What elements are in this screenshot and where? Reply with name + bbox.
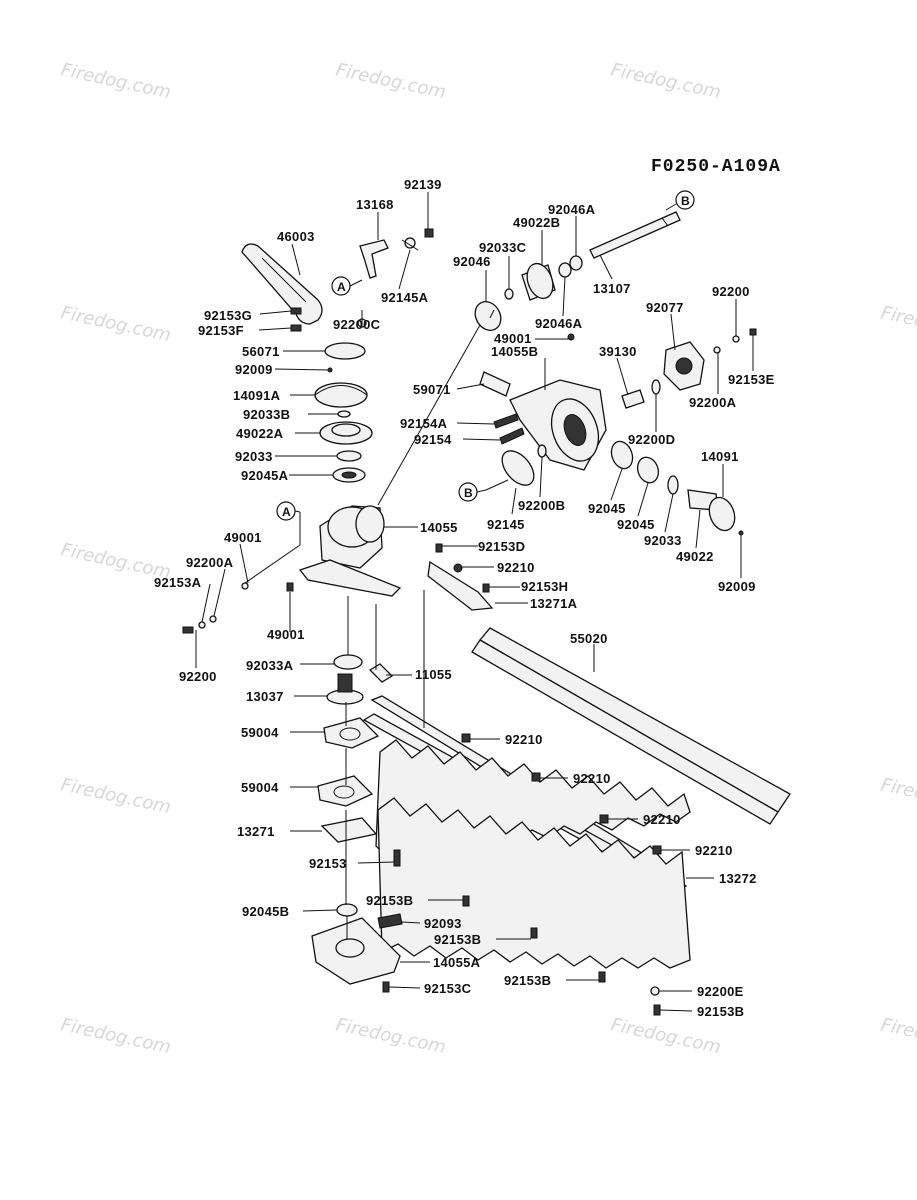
part-label: 92153B [434, 932, 481, 947]
part-label: 92200D [628, 432, 675, 447]
part-label: 92153 [309, 856, 347, 871]
part-label: 92153A [154, 575, 202, 590]
part-label: 11055 [415, 667, 452, 682]
part-label: 92145A [381, 290, 429, 305]
watermark: Firedog.com [334, 59, 448, 103]
watermark: Firedog.com [59, 302, 173, 346]
reference-markers: A A B B [276, 190, 695, 521]
ref-a-label: A [337, 280, 346, 294]
watermark: Firedog.com [609, 1014, 723, 1058]
part-label: 59071 [413, 382, 451, 397]
part-label: 92210 [695, 843, 733, 858]
part-label: 92045 [588, 501, 626, 516]
part-label: 92200B [518, 498, 565, 513]
part-label: 13037 [246, 689, 284, 704]
part-label: 92154 [414, 432, 452, 447]
part-label: 49001 [494, 331, 532, 346]
part-label: 59004 [241, 780, 279, 795]
part-label: 49022 [676, 549, 714, 564]
part-label: 92153H [521, 579, 568, 594]
part-label: 92200A [689, 395, 737, 410]
ref-b-label: B [681, 194, 690, 208]
part-label: 55020 [570, 631, 608, 646]
watermark: Firedog.com [879, 302, 917, 346]
part-drawings [182, 211, 791, 1016]
part-label: 92033B [243, 407, 290, 422]
figure-code: F0250-A109A [651, 157, 781, 177]
part-label: 92153G [204, 308, 252, 323]
watermark: Firedog.com [59, 1014, 173, 1058]
watermark: Firedog.com [879, 1014, 917, 1058]
part-label: 92046 [453, 254, 491, 269]
leader-lines [195, 192, 754, 1012]
part-label: 92045A [241, 468, 289, 483]
part-labels: 92139 13168 46003 92145A 92153G 92153F 9… [154, 177, 775, 1019]
watermark: Firedog.com [609, 59, 723, 103]
part-label: 92200A [186, 555, 234, 570]
part-label: 92139 [404, 177, 442, 192]
part-label: 92045B [242, 904, 289, 919]
part-label: 92093 [424, 916, 462, 931]
part-label: 92009 [235, 362, 273, 377]
part-label: 92033A [246, 658, 294, 673]
part-label: 92153D [478, 539, 525, 554]
part-label: 92200 [179, 669, 217, 684]
part-label: 92009 [718, 579, 756, 594]
part-label: 49022A [236, 426, 284, 441]
part-label: 92153E [728, 372, 775, 387]
watermark: Firedog.com [59, 59, 173, 103]
part-label: 56071 [242, 344, 280, 359]
part-label: 14055A [433, 955, 481, 970]
part-label: 14055B [491, 344, 538, 359]
part-label: 92045 [617, 517, 655, 532]
part-label: 92200E [697, 984, 744, 999]
part-label: 92153B [366, 893, 413, 908]
part-label: 92145 [487, 517, 525, 532]
ref-b-label: B [464, 486, 473, 500]
part-label: 14091 [701, 449, 739, 464]
part-label: 92210 [573, 771, 611, 786]
part-label: 13168 [356, 197, 394, 212]
watermark: Firedog.com [334, 1014, 448, 1058]
part-label: 46003 [277, 229, 315, 244]
part-label: 59004 [241, 725, 279, 740]
watermark: Firedog.com [879, 774, 917, 818]
part-label: 92033 [644, 533, 682, 548]
part-label: 92077 [646, 300, 684, 315]
part-label: 39130 [599, 344, 637, 359]
part-label: 13271A [530, 596, 578, 611]
part-label: 13107 [593, 281, 631, 296]
part-label: 92200C [333, 317, 381, 332]
part-label: 14055 [420, 520, 458, 535]
part-label: 49022B [513, 215, 560, 230]
part-label: 92154A [400, 416, 448, 431]
part-label: 92046A [535, 316, 583, 331]
part-label: 92153B [504, 973, 551, 988]
part-label: 92046A [548, 202, 596, 217]
part-label: 92033C [479, 240, 527, 255]
part-label: 14091A [233, 388, 281, 403]
part-label: 92200 [712, 284, 750, 299]
ref-a-label: A [282, 505, 291, 519]
part-label: 92210 [505, 732, 543, 747]
part-label: 92210 [497, 560, 535, 575]
part-label: 49001 [224, 530, 262, 545]
part-label: 49001 [267, 627, 305, 642]
part-label: 92153B [697, 1004, 744, 1019]
part-label: 13272 [719, 871, 757, 886]
part-label: 13271 [237, 824, 275, 839]
part-label: 92033 [235, 449, 273, 464]
part-label: 92210 [643, 812, 681, 827]
watermark: Firedog.com [59, 774, 173, 818]
part-label: 92153C [424, 981, 472, 996]
part-label: 92153F [198, 323, 244, 338]
